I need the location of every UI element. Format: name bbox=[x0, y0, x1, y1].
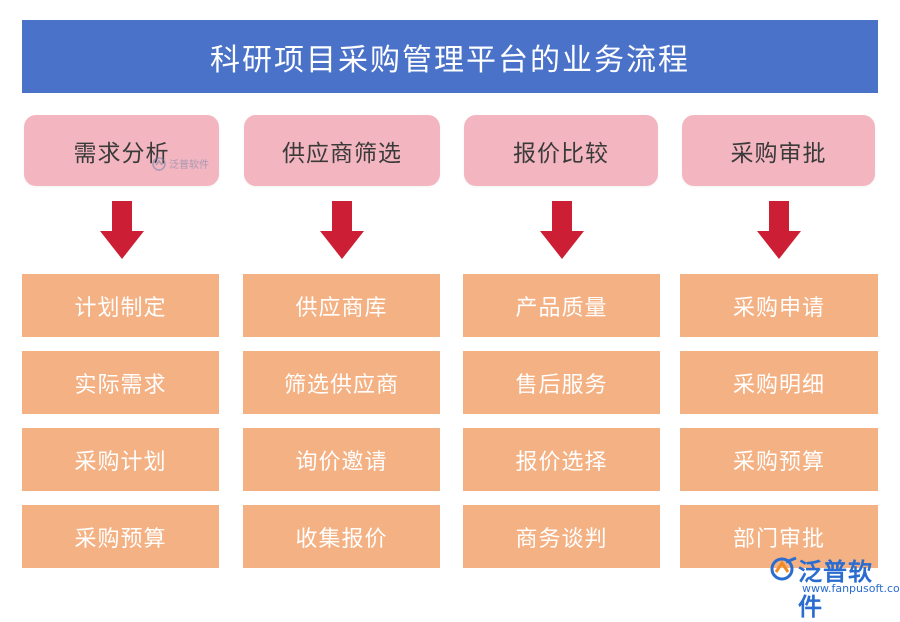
step-label: 产品质量 bbox=[515, 295, 608, 321]
step-label: 供应商库 bbox=[295, 295, 388, 321]
step-label: 实际需求 bbox=[74, 372, 167, 398]
step-box: 产品质量 bbox=[463, 274, 660, 337]
step-box: 实际需求 bbox=[22, 351, 219, 414]
stage-header-label: 供应商筛选 bbox=[282, 140, 402, 167]
step-label: 采购计划 bbox=[74, 449, 167, 475]
step-label: 采购申请 bbox=[732, 295, 825, 321]
step-box: 采购明细 bbox=[680, 351, 878, 414]
watermark-logo-icon bbox=[152, 156, 166, 171]
step-label: 采购预算 bbox=[74, 526, 167, 552]
step-box: 商务谈判 bbox=[463, 505, 660, 568]
step-label: 筛选供应商 bbox=[283, 372, 399, 398]
step-box: 筛选供应商 bbox=[243, 351, 440, 414]
step-label: 采购明细 bbox=[732, 372, 825, 398]
watermark: 泛普软件 bbox=[152, 156, 209, 171]
stage-header-demand-analysis: 需求分析 bbox=[24, 115, 219, 186]
stage-header-quote-comparison: 报价比较 bbox=[464, 115, 658, 186]
down-arrow-icon bbox=[320, 201, 364, 259]
step-label: 计划制定 bbox=[74, 295, 167, 321]
step-box: 计划制定 bbox=[22, 274, 219, 337]
watermark-text: 泛普软件 bbox=[169, 160, 209, 171]
brand-logo: 泛普软件 www.fanpusoft.com bbox=[768, 552, 900, 621]
stage-header-label: 采购审批 bbox=[730, 140, 827, 167]
step-box: 报价选择 bbox=[463, 428, 660, 491]
step-box: 采购计划 bbox=[22, 428, 219, 491]
step-label: 询价邀请 bbox=[295, 449, 388, 475]
step-label: 商务谈判 bbox=[515, 526, 608, 552]
step-label: 部门审批 bbox=[732, 526, 825, 552]
step-box: 询价邀请 bbox=[243, 428, 440, 491]
step-label: 售后服务 bbox=[515, 372, 608, 398]
step-box: 采购预算 bbox=[22, 505, 219, 568]
fanpu-logo-icon bbox=[770, 556, 797, 581]
title-banner: 科研项目采购管理平台的业务流程 bbox=[22, 20, 878, 93]
down-arrow-icon bbox=[540, 201, 584, 259]
down-arrow-icon bbox=[100, 201, 144, 259]
brand-url: www.fanpusoft.com bbox=[802, 582, 900, 595]
step-label: 报价选择 bbox=[515, 449, 608, 475]
stage-header-supplier-screening: 供应商筛选 bbox=[244, 115, 440, 186]
step-box: 收集报价 bbox=[243, 505, 440, 568]
down-arrow-icon bbox=[757, 201, 801, 259]
page-title: 科研项目采购管理平台的业务流程 bbox=[210, 42, 690, 78]
step-box: 部门审批 bbox=[680, 505, 878, 568]
step-box: 采购预算 bbox=[680, 428, 878, 491]
step-label: 采购预算 bbox=[732, 449, 825, 475]
step-box: 售后服务 bbox=[463, 351, 660, 414]
stage-header-procurement-approval: 采购审批 bbox=[682, 115, 875, 186]
step-box: 采购申请 bbox=[680, 274, 878, 337]
step-box: 供应商库 bbox=[243, 274, 440, 337]
stage-header-label: 报价比较 bbox=[513, 140, 609, 167]
step-label: 收集报价 bbox=[295, 526, 388, 552]
